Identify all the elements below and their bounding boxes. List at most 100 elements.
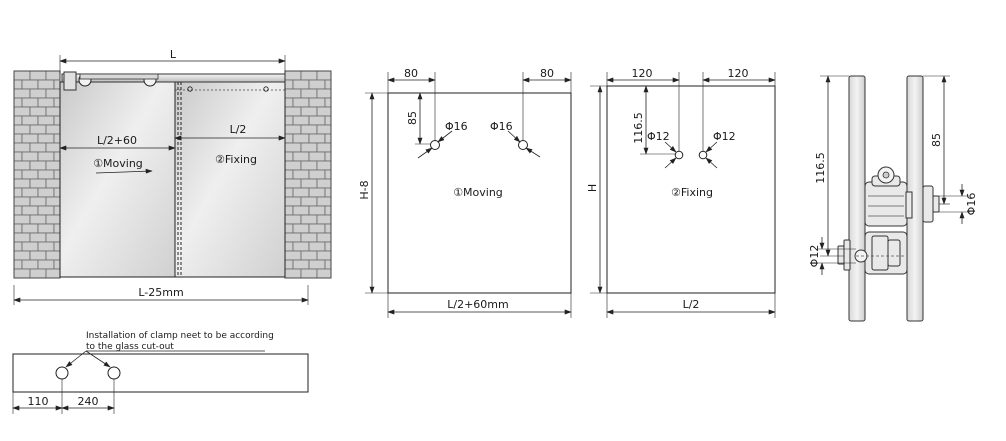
rail-bar-outline bbox=[12, 353, 309, 393]
brick bbox=[13, 124, 31, 135]
upper-clamp-fitting bbox=[864, 166, 940, 227]
height-right-label: 85 bbox=[930, 133, 943, 147]
brick bbox=[29, 178, 47, 189]
brick bbox=[292, 241, 310, 252]
brick bbox=[324, 223, 332, 234]
brick bbox=[53, 187, 61, 198]
brick bbox=[308, 259, 326, 270]
panel-width-label: L/2+60mm bbox=[447, 298, 508, 311]
brick bbox=[53, 151, 61, 162]
brick bbox=[13, 232, 31, 243]
brick bbox=[308, 169, 326, 180]
brick bbox=[284, 79, 294, 90]
brick bbox=[45, 142, 61, 153]
brick bbox=[13, 250, 31, 261]
brick bbox=[308, 151, 326, 162]
brick bbox=[29, 232, 47, 243]
install-note-line1: Installation of clamp neet to be accordi… bbox=[86, 331, 274, 341]
rail-stopper bbox=[79, 73, 159, 80]
moving-hole-left bbox=[430, 140, 440, 150]
brick bbox=[284, 115, 294, 126]
side-view: 116.5 85 Φ16 Φ12 bbox=[808, 75, 978, 322]
brick bbox=[300, 178, 318, 189]
brick bbox=[284, 241, 294, 252]
brick bbox=[316, 250, 332, 261]
brick bbox=[45, 214, 61, 225]
offset-left-label: 80 bbox=[404, 67, 418, 80]
brick bbox=[300, 160, 318, 171]
fixing-hole-left bbox=[674, 150, 684, 160]
brick bbox=[284, 106, 302, 117]
brick bbox=[37, 97, 55, 108]
dia-left-label: Φ12 bbox=[808, 245, 821, 268]
brick bbox=[37, 151, 55, 162]
brick bbox=[316, 88, 332, 99]
brick bbox=[13, 160, 31, 171]
offset-top-label: 85 bbox=[406, 111, 419, 125]
brick bbox=[316, 106, 332, 117]
fixing-panel-label: ②Fixing bbox=[671, 186, 713, 199]
brick bbox=[21, 133, 39, 144]
brick bbox=[292, 223, 310, 234]
brick bbox=[37, 79, 55, 90]
brick bbox=[308, 97, 326, 108]
offset-left-label: 120 bbox=[632, 67, 653, 80]
clamp-cutout-left bbox=[55, 366, 69, 380]
brick bbox=[300, 250, 318, 261]
moving-panel-label: ①Moving bbox=[453, 186, 503, 199]
moving-panel-outline bbox=[387, 92, 572, 294]
brick bbox=[13, 214, 31, 225]
brick bbox=[13, 241, 23, 252]
brick bbox=[21, 169, 39, 180]
brick bbox=[45, 70, 61, 81]
moving-direction-arrow bbox=[95, 168, 153, 174]
moving-panel-view: 80 80 85 Φ16 Φ16 ①Moving H-8 L/2+60mm bbox=[358, 67, 572, 318]
brick bbox=[292, 205, 310, 216]
brick bbox=[284, 160, 302, 171]
brick bbox=[13, 205, 23, 216]
spacing-label: 240 bbox=[78, 395, 99, 408]
fixing-hole bbox=[263, 86, 269, 92]
brick bbox=[29, 268, 47, 279]
brick bbox=[316, 70, 332, 81]
brick bbox=[324, 133, 332, 144]
brick bbox=[13, 223, 23, 234]
brick bbox=[284, 205, 294, 216]
brick bbox=[21, 79, 39, 90]
brick bbox=[284, 232, 302, 243]
brick-wall-left bbox=[13, 70, 61, 279]
brick bbox=[300, 268, 318, 279]
brick bbox=[21, 115, 39, 126]
panel-width-label: L/2 bbox=[683, 298, 700, 311]
brick-wall-right bbox=[284, 70, 332, 279]
width-label: L bbox=[170, 48, 177, 61]
brick bbox=[316, 232, 332, 243]
brick bbox=[284, 214, 302, 225]
brick bbox=[324, 259, 332, 270]
brick bbox=[45, 232, 61, 243]
brick bbox=[284, 169, 294, 180]
brick bbox=[53, 205, 61, 216]
brick bbox=[53, 133, 61, 144]
brick bbox=[292, 133, 310, 144]
brick bbox=[13, 151, 23, 162]
brick bbox=[316, 214, 332, 225]
brick bbox=[284, 187, 294, 198]
offset-top-label: 116.5 bbox=[632, 112, 645, 144]
brick bbox=[292, 259, 310, 270]
wall-gap-label: L-25mm bbox=[138, 286, 183, 299]
brick bbox=[29, 142, 47, 153]
brick bbox=[45, 124, 61, 135]
moving-label: ①Moving bbox=[93, 157, 143, 170]
height-label: H bbox=[586, 184, 599, 192]
hole-right-label: Φ16 bbox=[490, 120, 513, 133]
brick bbox=[284, 133, 294, 144]
brick bbox=[316, 142, 332, 153]
brick bbox=[13, 133, 23, 144]
brick bbox=[292, 79, 310, 90]
brick bbox=[308, 79, 326, 90]
brick bbox=[21, 259, 39, 270]
brick bbox=[13, 268, 31, 279]
